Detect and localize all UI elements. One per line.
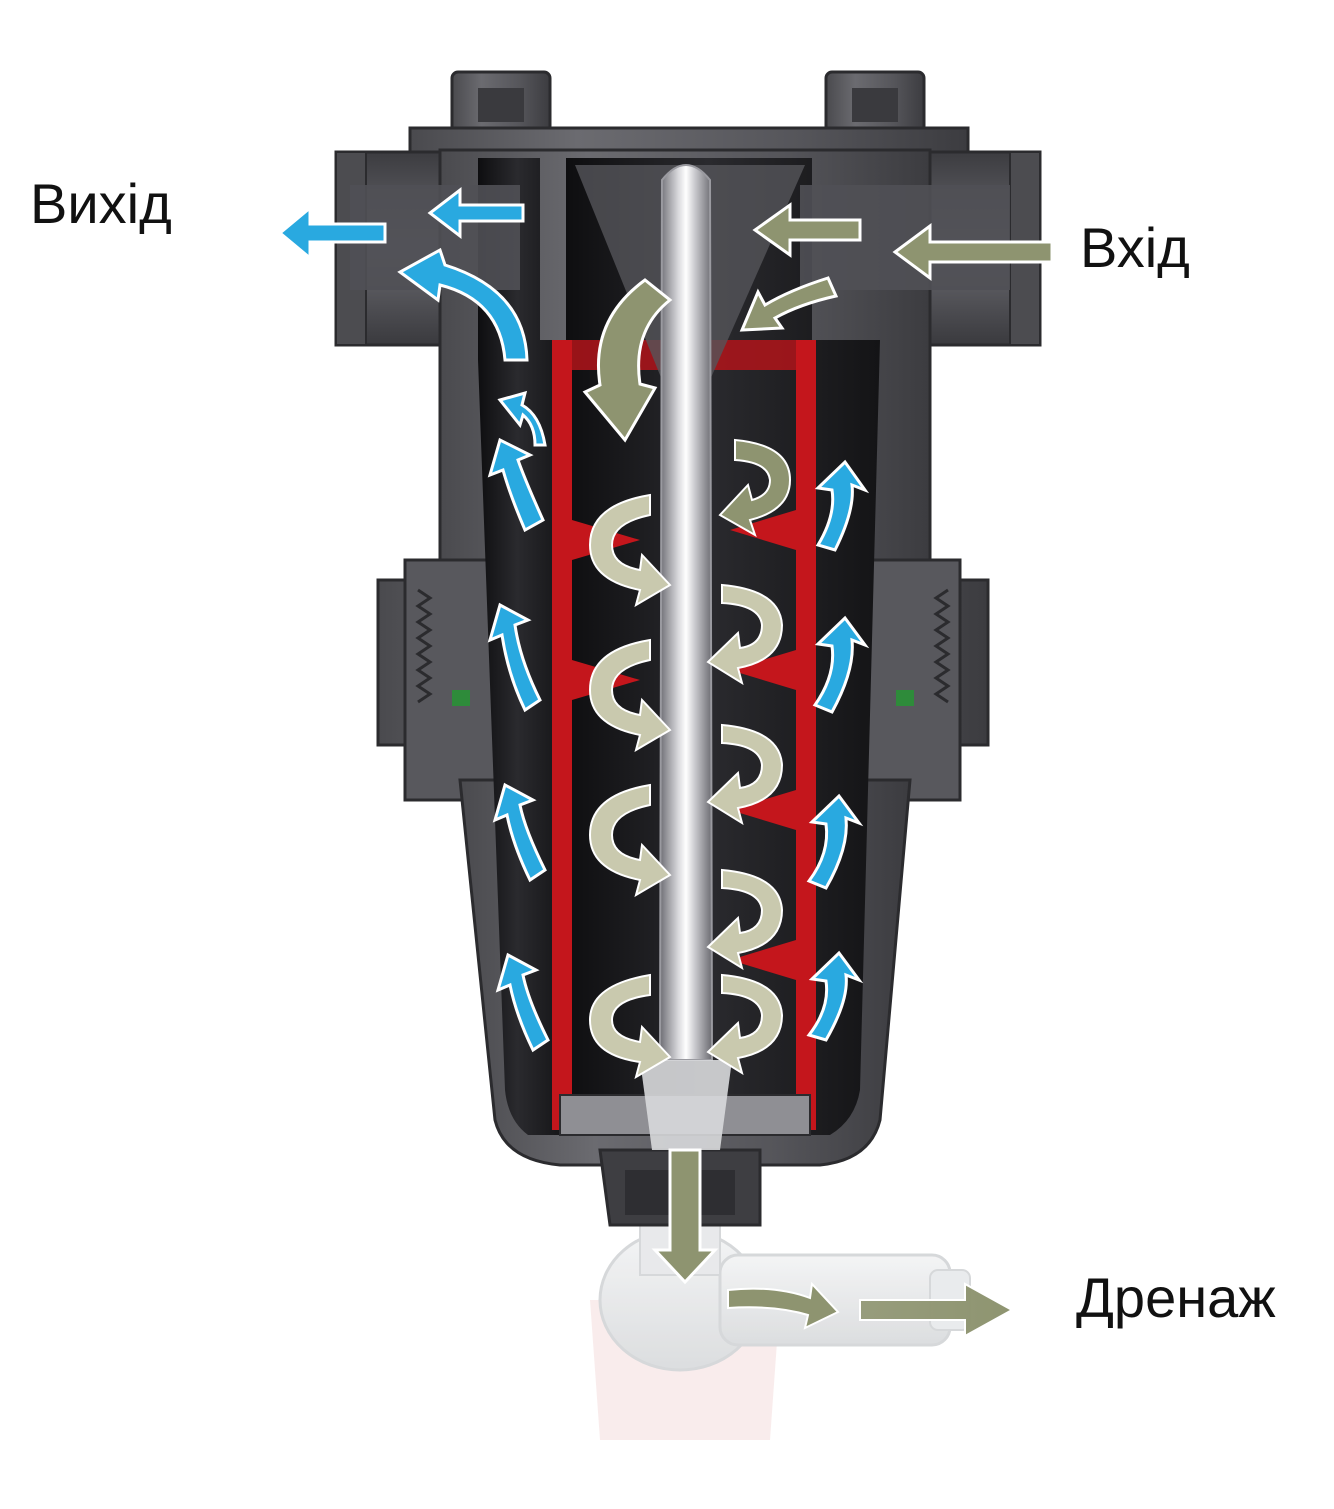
curved-arrow-down-icon	[588, 638, 672, 753]
drain-label: Дренаж	[1076, 1266, 1276, 1329]
central-core	[575, 164, 805, 1150]
curved-arrow-up-icon	[812, 615, 870, 714]
curved-arrow-up-icon	[397, 247, 529, 362]
outlet-arrow-icon	[427, 186, 525, 240]
curved-arrow-up-icon	[495, 952, 550, 1053]
outlet-arrow-icon	[277, 204, 387, 262]
outlet-label: Вихід	[30, 172, 172, 235]
curved-arrow-up-icon	[487, 602, 542, 713]
drain-curve-arrow-icon	[727, 1281, 840, 1330]
curved-arrow-down-icon	[706, 973, 784, 1076]
dirty-flow-arrows	[582, 202, 1054, 1338]
curved-arrow-down-icon	[582, 278, 673, 443]
curved-arrow-up-icon	[806, 793, 864, 890]
curved-arrow-up-icon	[487, 437, 545, 533]
curved-arrow-down-icon	[588, 493, 672, 608]
curved-arrow-down-icon	[706, 583, 784, 686]
curved-arrow-down-icon	[588, 783, 672, 898]
drain-valve	[590, 1224, 971, 1440]
inlet-label: Вхід	[1080, 216, 1190, 279]
clean-flow-arrows	[277, 186, 870, 1053]
curved-arrow-down-icon	[588, 973, 672, 1080]
curved-arrow-down-icon	[706, 868, 784, 971]
inlet-arrow-icon	[752, 202, 862, 258]
curved-arrow-up-icon	[806, 950, 864, 1042]
drain-arrow-icon	[859, 1282, 1015, 1338]
curved-arrow-up-icon	[814, 459, 870, 552]
curved-arrow-up-icon	[492, 782, 547, 883]
inlet-arrow-icon	[892, 223, 1054, 281]
curved-arrow-up-icon	[497, 390, 547, 447]
curved-arrow-down-icon	[739, 276, 839, 332]
curved-arrow-down-icon	[706, 723, 784, 826]
drain-down-arrow-icon	[651, 1148, 719, 1285]
curved-arrow-down-icon	[718, 438, 792, 538]
